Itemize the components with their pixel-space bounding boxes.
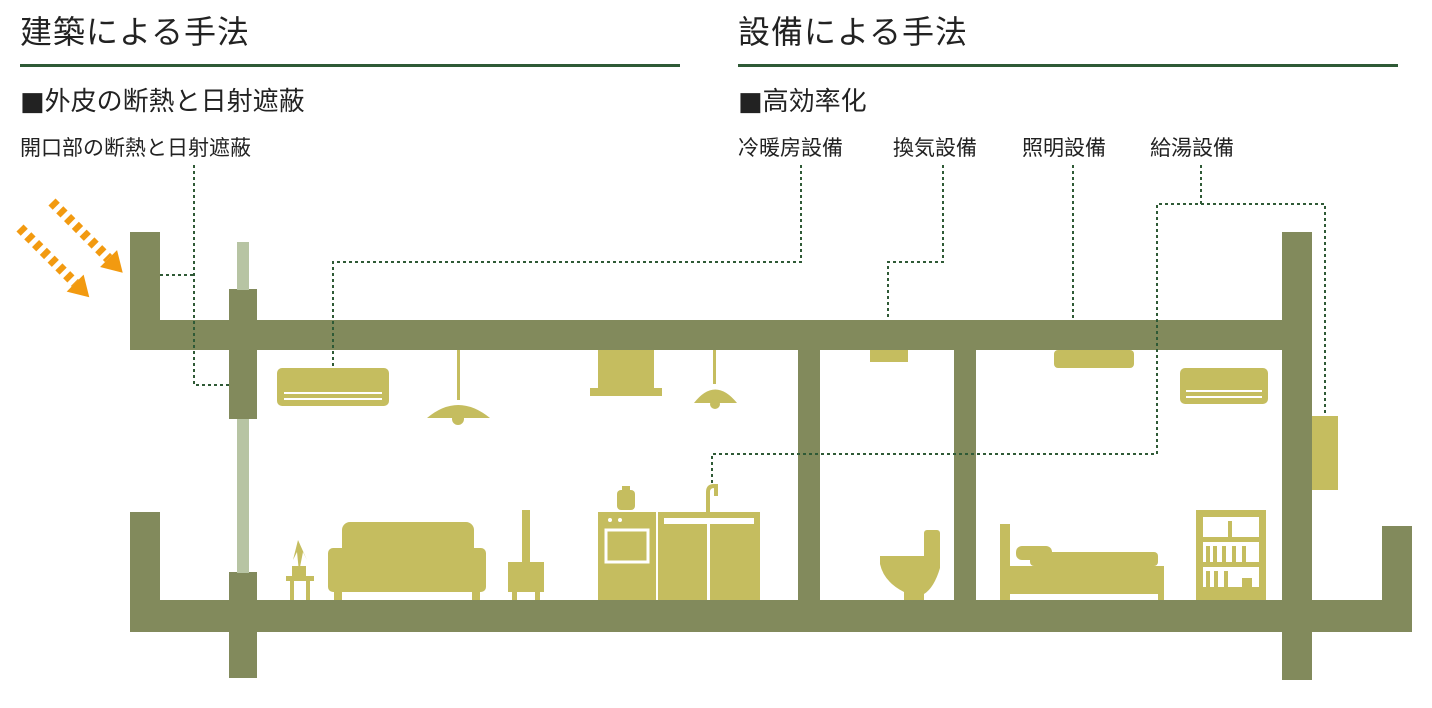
leader-lines bbox=[160, 165, 1326, 486]
roof-slab bbox=[130, 320, 1312, 350]
floor-slab bbox=[130, 600, 1412, 632]
window-lower-frame bbox=[229, 572, 257, 678]
hvac-equipment-label: 冷暖房設備 bbox=[738, 136, 843, 160]
air-conditioner-right bbox=[1180, 368, 1268, 404]
ventilation-fan bbox=[870, 350, 908, 362]
ventilation-equipment-label: 換気設備 bbox=[893, 136, 977, 160]
leader-line-water-heater bbox=[711, 165, 1202, 486]
building-structure bbox=[130, 232, 1412, 680]
sink-cabinet bbox=[658, 484, 760, 600]
water-heater-equipment-label: 給湯設備 bbox=[1150, 136, 1234, 160]
sofa bbox=[328, 522, 486, 600]
left-section-heading: 建築による手法 bbox=[20, 13, 251, 51]
bed bbox=[1000, 524, 1164, 600]
right-wall bbox=[1282, 232, 1312, 680]
air-conditioner-left bbox=[277, 368, 389, 406]
partition-wall-2 bbox=[954, 320, 976, 632]
sunlight-arrows bbox=[16, 198, 123, 298]
opening-insulation-label: 開口部の断熱と日射遮蔽 bbox=[20, 136, 251, 160]
right-heading-rule bbox=[738, 64, 1398, 67]
leader-line-opening bbox=[193, 165, 229, 386]
right-section-heading: 設備による手法 bbox=[738, 13, 969, 51]
partition-wall-1 bbox=[798, 320, 820, 632]
ceiling-light bbox=[1054, 350, 1134, 368]
potted-plant bbox=[286, 540, 314, 600]
toilet bbox=[880, 530, 940, 600]
lighting-equipment-label: 照明設備 bbox=[1022, 136, 1106, 160]
fixtures bbox=[277, 350, 1338, 600]
left-upper-wall bbox=[130, 232, 160, 350]
tv-stand bbox=[508, 510, 544, 600]
right-sub-heading: ■高効率化 bbox=[738, 87, 867, 117]
left-lower-wall bbox=[130, 512, 160, 632]
leader-line-water-heater-unit bbox=[1201, 203, 1326, 416]
water-heater bbox=[1312, 416, 1338, 490]
left-heading-rule bbox=[20, 64, 680, 67]
right-outer-stub bbox=[1382, 526, 1412, 632]
pendant-lamp-2 bbox=[694, 350, 737, 409]
leader-line-ventilation bbox=[887, 165, 944, 320]
left-sub-heading: ■外皮の断熱と日射遮蔽 bbox=[20, 87, 305, 117]
stove-oven bbox=[598, 512, 656, 600]
range-hood bbox=[590, 350, 662, 396]
window-upper-frame bbox=[229, 289, 257, 419]
pendant-lamp-1 bbox=[427, 350, 490, 425]
kettle bbox=[617, 486, 635, 510]
bookshelf bbox=[1196, 510, 1266, 600]
window-glass bbox=[237, 242, 249, 573]
leader-line-hvac bbox=[332, 165, 802, 368]
